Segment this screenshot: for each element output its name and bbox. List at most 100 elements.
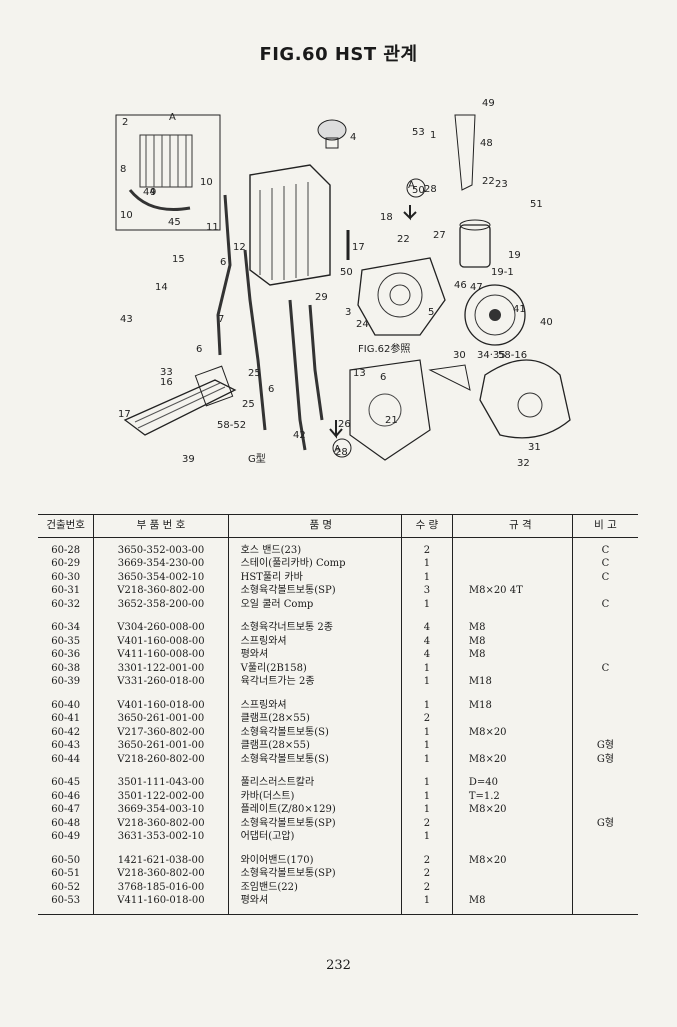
- part-name-cell: 소형육각볼트보통(S): [227, 752, 402, 766]
- callout-label: 17: [352, 242, 365, 253]
- callout-label: 21: [385, 415, 398, 426]
- callout-label: 19-1: [491, 267, 514, 278]
- reservoir-cap-shape: [317, 119, 347, 141]
- ref-no-cell: 60-39: [51, 676, 81, 687]
- part-number-cell: 3650-261-001-00: [93, 739, 229, 753]
- callout-label: 53: [412, 127, 425, 138]
- ref-no-cell: 60-34: [51, 622, 81, 633]
- pulley-cover-shape: [479, 359, 571, 439]
- part-name-cell: 와이어밴드(170): [227, 843, 402, 867]
- part-number-cell: 3669-354-003-10: [93, 803, 229, 817]
- spec-cell: [451, 661, 573, 675]
- callout-label: 5: [428, 307, 434, 318]
- remarks-cell: C: [571, 597, 638, 611]
- part-number-cell: 3650-261-001-00: [93, 712, 229, 726]
- ref-no-cell: 60-47: [51, 804, 81, 815]
- ref-no-cell: 60-40: [51, 699, 81, 711]
- ref-no-cell: 60-45: [51, 777, 81, 788]
- remarks-cell: [571, 688, 638, 712]
- spec-cell: [451, 712, 573, 726]
- remarks-cell: [571, 830, 638, 844]
- part-number-cell: 3768-185-016-00: [93, 880, 229, 894]
- callout-label: 39: [182, 454, 195, 465]
- callout-label: 43: [120, 314, 133, 325]
- part-number-cell: V218-360-802-00: [93, 816, 229, 830]
- callout-label: 23: [495, 179, 508, 190]
- callout-label: 49: [482, 98, 495, 109]
- part-name-cell: 소형육각너트보통 2종: [227, 611, 402, 635]
- callout-label: 31: [528, 442, 541, 453]
- remarks-cell: [571, 634, 638, 648]
- part-name-cell: 소형육각볼트보통(SP): [227, 867, 402, 881]
- spec-cell: [451, 557, 573, 571]
- remarks-cell: [571, 867, 638, 881]
- part-number-cell: V218-360-802-00: [93, 584, 229, 598]
- spec-cell: M8×20: [451, 843, 573, 867]
- quantity-cell: 2: [400, 712, 453, 726]
- callout-label: 33: [160, 367, 173, 378]
- quantity-cell: 2: [400, 816, 453, 830]
- callout-label: 28: [335, 447, 348, 458]
- callout-label: 3: [345, 307, 351, 318]
- part-number-cell: 1421-621-038-00: [93, 843, 229, 867]
- header-ref-no: 건출번호: [38, 514, 94, 538]
- part-number-cell: 3652-358-200-00: [93, 597, 229, 611]
- ref-no-cell: 60-52: [51, 881, 81, 893]
- callout-label: 27: [433, 230, 446, 241]
- callout-label: 44: [143, 187, 156, 198]
- callout-label: 8: [120, 164, 126, 175]
- callout-label: 41: [513, 304, 526, 315]
- g-type-inset-box: [115, 114, 221, 231]
- callout-label: 47: [470, 282, 483, 293]
- ref-no-cell: 60-51: [51, 868, 81, 879]
- part-name-cell: 호스 밴드(23): [227, 537, 402, 557]
- quantity-cell: 1: [400, 661, 453, 675]
- ref-no-cell: 60-28: [51, 544, 81, 556]
- quantity-cell: 1: [400, 725, 453, 739]
- spec-cell: [451, 597, 573, 611]
- part-number-cell: V304-260-008-00: [93, 611, 229, 635]
- quantity-cell: 1: [400, 675, 453, 689]
- quantity-cell: 2: [400, 880, 453, 894]
- part-name-cell: 스테이(풀리카바) Comp: [227, 557, 402, 571]
- callout-label: 58-16: [498, 350, 527, 361]
- hst-housing-shape: [357, 257, 446, 336]
- part-name-cell: HST풀리 카바: [227, 570, 402, 584]
- spec-cell: M8: [451, 611, 573, 635]
- part-name-cell: 오일 쿨러 Comp: [227, 597, 402, 611]
- callout-label: 58-52: [217, 420, 246, 431]
- remarks-cell: [571, 712, 638, 726]
- callout-label: 6: [380, 372, 386, 383]
- part-name-cell: 스프링와셔: [227, 634, 402, 648]
- part-number-cell: 3650-354-002-10: [93, 570, 229, 584]
- part-name-cell: 스프링와셔: [227, 688, 402, 712]
- callout-label: 28: [424, 184, 437, 195]
- remarks-cell: [571, 584, 638, 598]
- ref-no-cell: 60-46: [51, 790, 81, 802]
- bracket-plate-shape: [454, 114, 476, 191]
- header-remarks: 비 고: [571, 514, 638, 538]
- ref-no-cell: 60-32: [51, 598, 81, 610]
- ref-no-cell: 60-36: [51, 649, 81, 660]
- callout-label: 9: [150, 187, 156, 198]
- ref-no-cell: 60-44: [51, 753, 81, 765]
- quantity-cell: 1: [400, 557, 453, 571]
- callout-label: 40: [540, 317, 553, 328]
- hst-tank-shape: [249, 164, 331, 286]
- callout-label: 34·35: [477, 350, 506, 361]
- remarks-cell: [571, 648, 638, 662]
- inset-radiator-shape: [139, 134, 193, 188]
